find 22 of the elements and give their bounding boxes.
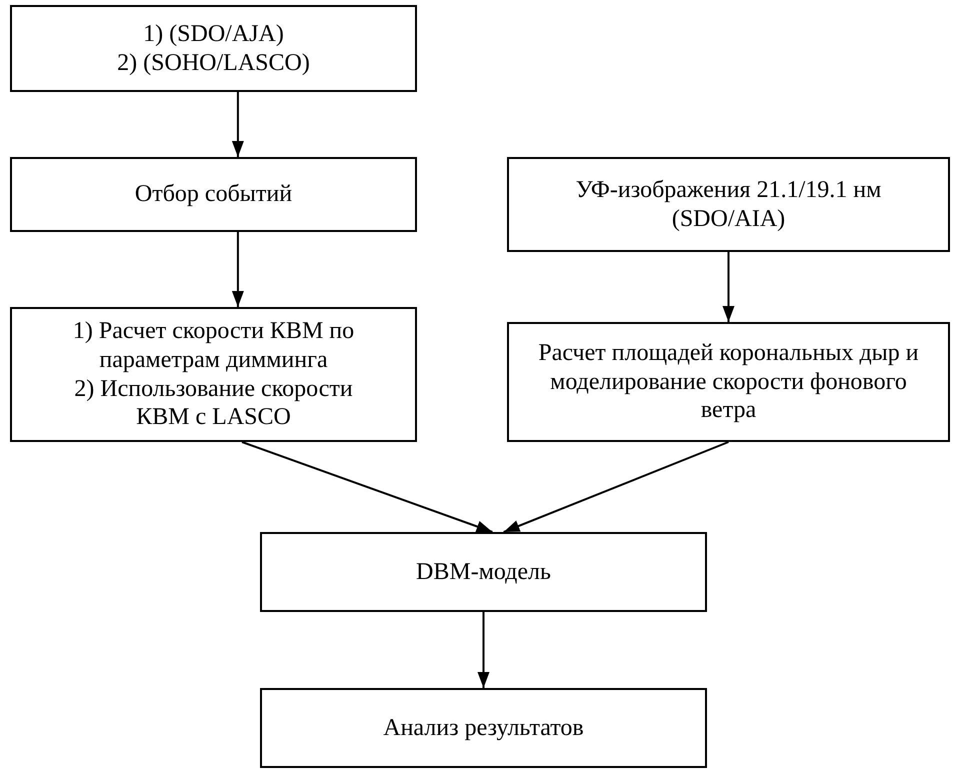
process-box (507, 322, 950, 442)
process-box (10, 157, 417, 232)
box-text: DBM-модель (416, 558, 551, 586)
arrow (722, 252, 734, 322)
box-text: 1) Расчет скорости КВМ по параметрам димминга (72, 316, 356, 374)
box-text: 2) (SOHO/LASCO) (117, 48, 310, 78)
arrow (478, 612, 490, 688)
process-box (10, 5, 417, 92)
box-text: 2) Использование скорости КВМ с LASCO (73, 374, 354, 432)
box-text: УФ-изображения 21.1/19.1 нм (SDO/AIA) (574, 176, 882, 234)
process-box (507, 157, 950, 252)
process-box (260, 688, 707, 768)
arrow (503, 441, 729, 533)
box-text: Анализ результатов (383, 714, 584, 742)
process-box (10, 307, 417, 442)
process-box (260, 532, 707, 612)
box-text: Расчет площадей корональных дыр и моделирование скорости фонового ветра (537, 338, 920, 426)
box-text: Отбор событий (134, 180, 292, 209)
box-text: 1) (SDO/AJA) (143, 20, 284, 48)
arrow (242, 441, 493, 533)
arrow (232, 92, 244, 157)
arrow (232, 232, 244, 307)
